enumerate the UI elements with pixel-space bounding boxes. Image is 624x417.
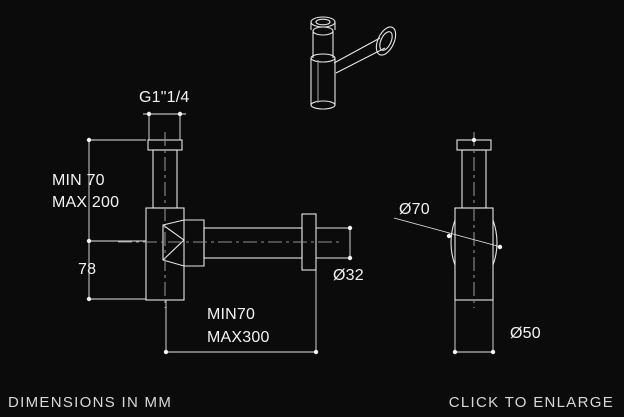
dimension-dots (86, 111, 503, 355)
units-note: DIMENSIONS IN MM (8, 394, 173, 411)
front-view (118, 132, 342, 308)
side-view (450, 132, 498, 308)
front-dimensions (88, 113, 351, 353)
side-dimensions (393, 217, 502, 353)
bottle-trap-3d-icon (310, 16, 397, 110)
height-min-label: MIN 70 (52, 172, 105, 189)
click-to-enlarge-link[interactable]: CLICK TO ENLARGE (448, 394, 614, 411)
outlet-diameter-label: Ø32 (333, 267, 364, 284)
wall-min-label: MIN70 (207, 306, 256, 323)
flange-diameter-label: Ø70 (399, 201, 430, 218)
height-max-label: MAX 200 (52, 194, 120, 211)
outlet-height-label: 78 (78, 261, 97, 278)
thread-size-label: G1"1/4 (139, 89, 190, 106)
body-diameter-label: Ø50 (510, 325, 541, 342)
wall-max-label: MAX300 (207, 329, 270, 346)
